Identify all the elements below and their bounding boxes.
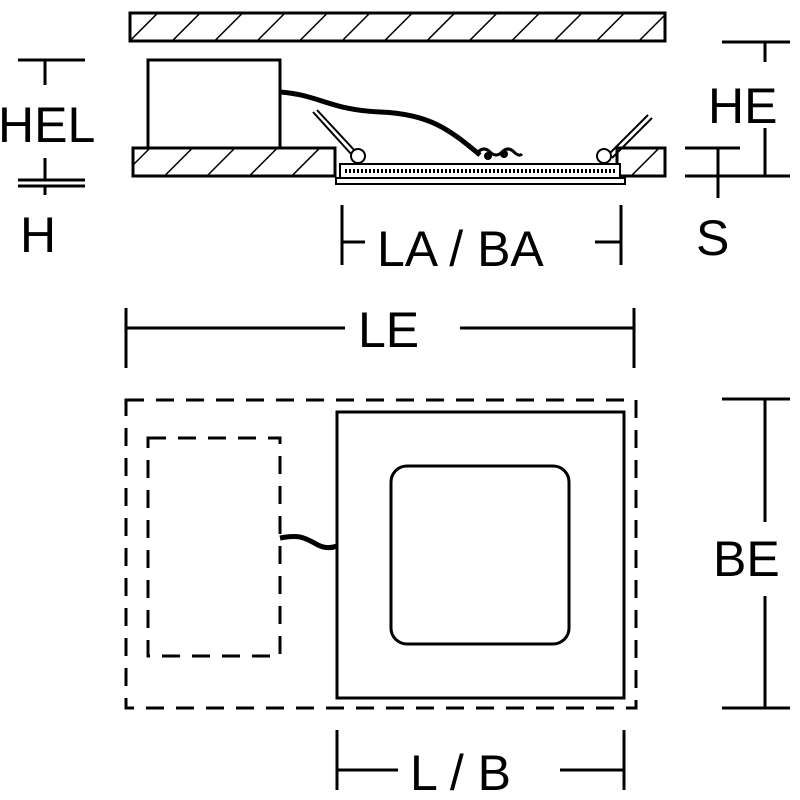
driver-cable [279, 89, 482, 157]
label-l-b: L / B [410, 745, 511, 800]
dim-be [722, 397, 790, 710]
dim-le [124, 308, 636, 368]
top-cable [279, 533, 338, 551]
driver-outline [146, 436, 282, 658]
ceiling-panel-left [131, 146, 337, 178]
label-s: S [696, 210, 729, 266]
label-he: HE [708, 78, 777, 134]
dim-hel [18, 58, 85, 195]
light-area [389, 464, 571, 646]
dim-la-ba [340, 205, 623, 265]
ceiling-slab [128, 11, 667, 43]
spring-clip-right [596, 114, 653, 164]
label-hel: HEL [0, 97, 95, 153]
ceiling-panel-right [615, 146, 667, 178]
cutout-outline [124, 398, 638, 710]
driver-box [146, 58, 282, 150]
side-view: HEL H HE S LA / BA [0, 11, 790, 277]
top-view: LE BE L / B [124, 302, 790, 800]
label-be: BE [713, 531, 780, 587]
luminaire-flange [335, 177, 626, 185]
label-la-ba: LA / BA [377, 221, 544, 277]
dim-he [685, 40, 790, 198]
dim-l-b [335, 730, 626, 790]
spring-clip-left [312, 109, 366, 164]
label-le: LE [358, 302, 419, 358]
label-h: H [20, 207, 56, 263]
